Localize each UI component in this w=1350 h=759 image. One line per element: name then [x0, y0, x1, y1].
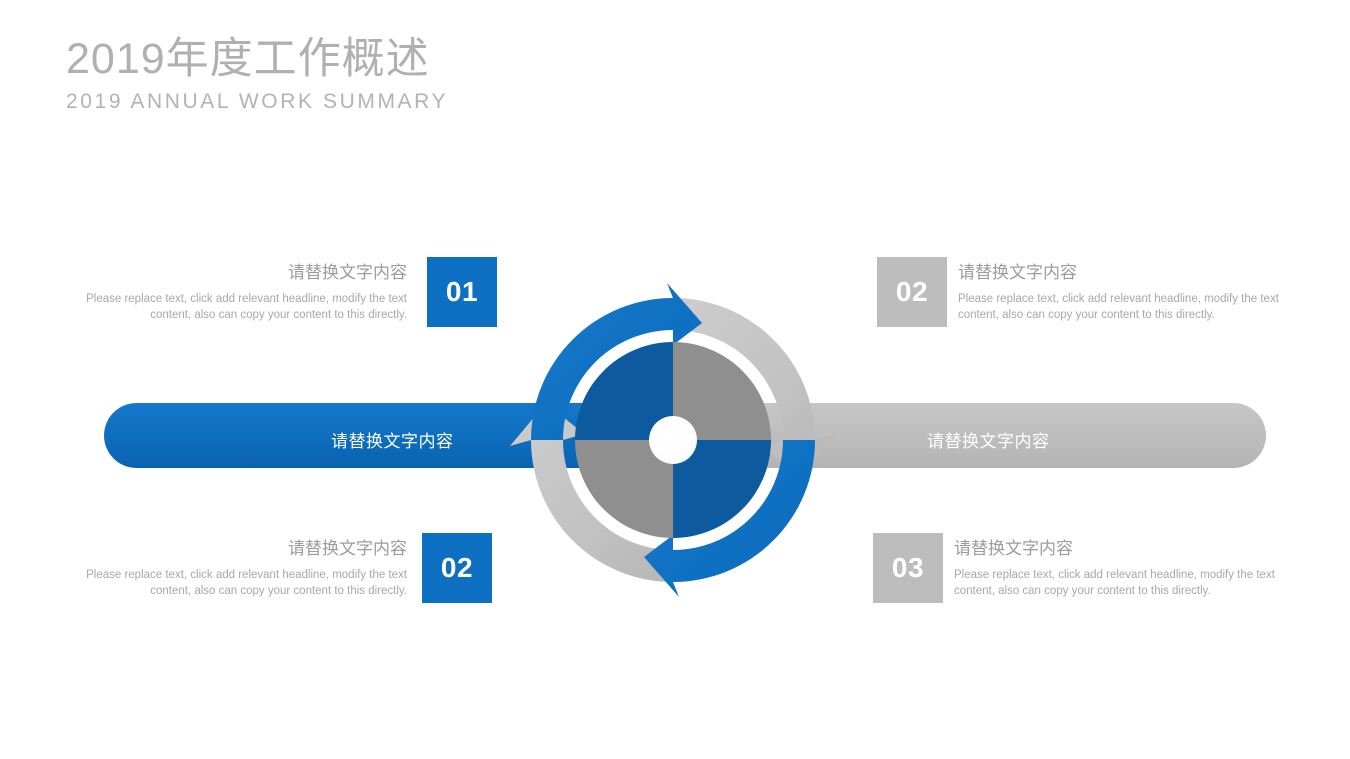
info-body: Please replace text, click add relevant … [86, 293, 407, 321]
ring-arrow-top-right[interactable] [673, 298, 836, 477]
title-english: 2019 ANNUAL WORK SUMMARY [66, 90, 449, 113]
number-badge-label: 01 [445, 276, 479, 307]
info-body: Please replace text, click add relevant … [86, 569, 407, 597]
info-body: Please replace text, click add relevant … [954, 569, 1275, 597]
number-badge-label: 02 [440, 552, 474, 583]
number-badge-03[interactable]: 03 [873, 533, 943, 603]
ring-arrow-bottom-right[interactable] [644, 440, 815, 597]
inner-quadrant-top-left[interactable] [575, 342, 673, 440]
number-badge-02-top[interactable]: 02 [877, 257, 947, 327]
inner-quadrant-top-right[interactable] [673, 342, 771, 440]
info-block-bottom-right: 请替换文字内容 Please replace text, click add r… [954, 537, 1284, 599]
page-title: 2019年度工作概述 2019 ANNUAL WORK SUMMARY [66, 32, 448, 116]
left-bar-label: 请替换文字内容 [331, 432, 454, 451]
hub-circle [649, 416, 697, 464]
info-headline: 请替换文字内容 [954, 539, 1073, 558]
inner-disc [575, 342, 771, 538]
number-badge-label: 03 [891, 552, 925, 583]
number-badge-02-bottom[interactable]: 02 [422, 533, 492, 603]
info-block-top-left: 请替换文字内容 Please replace text, click add r… [77, 261, 407, 323]
inner-quadrant-bottom-left[interactable] [575, 440, 673, 538]
info-block-top-right: 请替换文字内容 Please replace text, click add r… [958, 261, 1288, 323]
ring-arrow-top-left[interactable] [531, 283, 702, 440]
info-headline: 请替换文字内容 [958, 263, 1077, 282]
info-block-bottom-left: 请替换文字内容 Please replace text, click add r… [77, 537, 407, 599]
number-badge-label: 02 [895, 276, 929, 307]
number-badge-01[interactable]: 01 [427, 257, 497, 327]
title-chinese: 2019年度工作概述 [66, 35, 430, 83]
ring-arrow-bottom-left[interactable] [510, 403, 673, 582]
right-bar-label: 请替换文字内容 [927, 432, 1050, 451]
info-headline: 请替换文字内容 [288, 263, 407, 282]
info-body: Please replace text, click add relevant … [958, 293, 1279, 321]
info-headline: 请替换文字内容 [288, 539, 407, 558]
inner-quadrant-bottom-right[interactable] [673, 440, 771, 538]
